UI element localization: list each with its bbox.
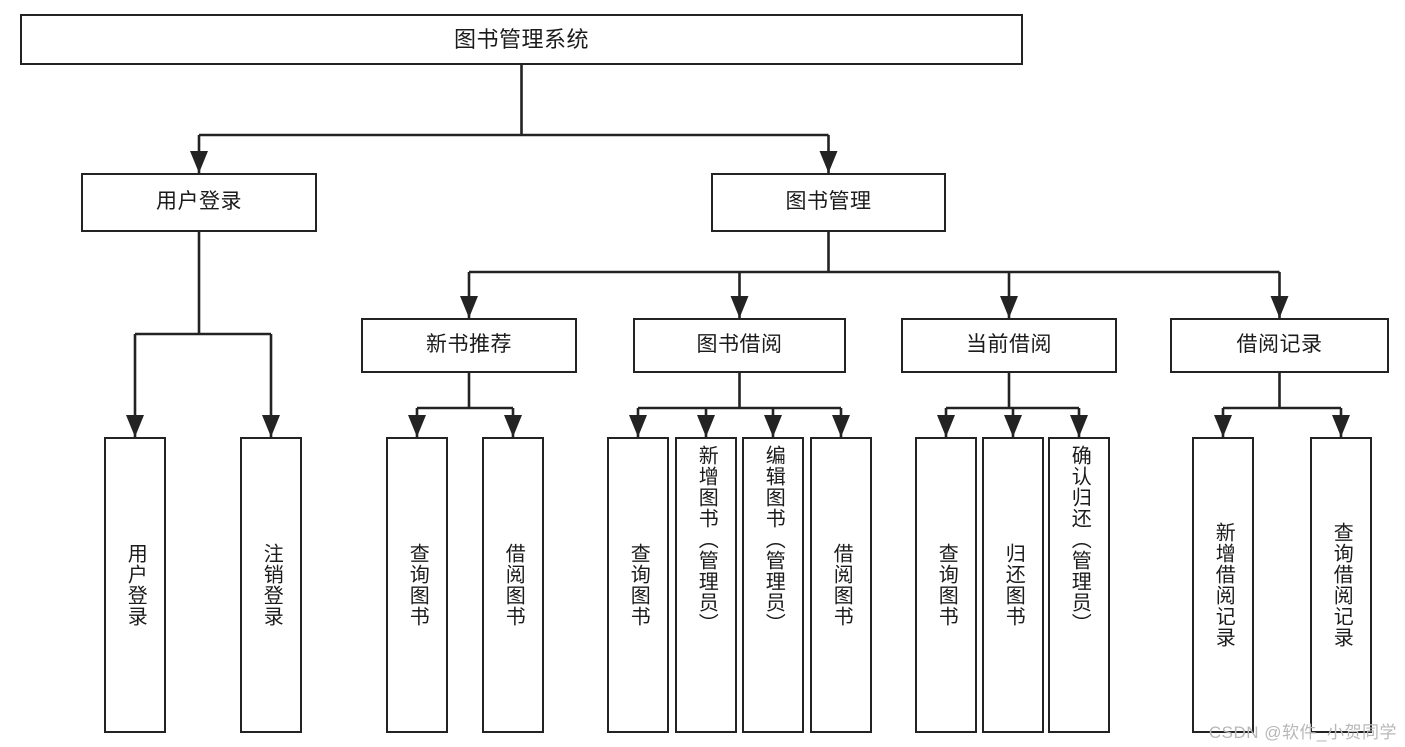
- arrow-head-icon: [460, 296, 478, 318]
- arrow-head-icon: [730, 296, 749, 318]
- node-label: 新增图书（管理员）: [695, 445, 718, 634]
- arrow-head-icon: [408, 415, 426, 437]
- node-label: 图书管理系统: [453, 26, 589, 52]
- node-label: 编辑图书（管理员）: [762, 445, 785, 634]
- node-current[interactable]: 当前借阅: [901, 318, 1117, 373]
- node-records[interactable]: 借阅记录: [1170, 318, 1389, 373]
- node-label: 用户登录: [124, 543, 147, 627]
- arrow-head-icon: [764, 415, 782, 437]
- node-label: 查询图书: [627, 543, 650, 627]
- node-leaf-login-2[interactable]: 注销登录: [240, 437, 302, 733]
- node-label: 图书借阅: [696, 333, 783, 357]
- node-label: 确认归还（管理员）: [1068, 445, 1091, 634]
- node-leaf-borrow-3[interactable]: 编辑图书（管理员）: [742, 437, 804, 733]
- arrow-head-icon: [937, 415, 955, 437]
- arrow-head-icon: [190, 151, 208, 173]
- node-label: 借阅图书: [830, 543, 853, 627]
- node-bookmgmt[interactable]: 图书管理: [711, 173, 946, 232]
- node-label: 用户登录: [156, 190, 242, 214]
- node-leaf-borrow-2[interactable]: 新增图书（管理员）: [675, 437, 737, 733]
- arrow-head-icon: [126, 415, 144, 437]
- node-label: 新书推荐: [426, 333, 512, 357]
- arrow-head-icon: [1070, 415, 1088, 437]
- node-root[interactable]: 图书管理系统: [20, 14, 1023, 65]
- node-label: 借阅记录: [1236, 333, 1323, 357]
- arrow-head-icon: [819, 151, 838, 173]
- node-leaf-rec-2[interactable]: 查询借阅记录: [1310, 437, 1372, 733]
- node-borrow[interactable]: 图书借阅: [633, 318, 846, 373]
- node-newbook[interactable]: 新书推荐: [361, 318, 577, 373]
- node-leaf-borrow-4[interactable]: 借阅图书: [810, 437, 872, 733]
- node-label: 借阅图书: [502, 543, 525, 627]
- node-label: 当前借阅: [966, 333, 1052, 357]
- arrow-head-icon: [1270, 296, 1289, 318]
- node-label: 图书管理: [785, 190, 872, 214]
- arrow-head-icon: [1332, 415, 1350, 437]
- node-label: 查询借阅记录: [1330, 522, 1353, 648]
- arrow-head-icon: [629, 415, 647, 437]
- node-leaf-login-1[interactable]: 用户登录: [104, 437, 166, 733]
- watermark: CSDN @软件_小贺同学: [1208, 723, 1397, 742]
- arrow-head-icon: [504, 415, 522, 437]
- node-leaf-new-1[interactable]: 查询图书: [386, 437, 448, 733]
- node-label: 归还图书: [1002, 543, 1025, 627]
- node-label: 注销登录: [260, 543, 283, 627]
- node-leaf-cur-2[interactable]: 归还图书: [982, 437, 1044, 733]
- arrow-head-icon: [832, 415, 850, 437]
- node-leaf-cur-1[interactable]: 查询图书: [915, 437, 977, 733]
- node-leaf-borrow-1[interactable]: 查询图书: [607, 437, 669, 733]
- arrow-head-icon: [1004, 415, 1022, 437]
- node-login[interactable]: 用户登录: [81, 173, 317, 232]
- arrow-head-icon: [697, 415, 715, 437]
- node-leaf-rec-1[interactable]: 新增借阅记录: [1192, 437, 1254, 733]
- node-leaf-cur-3[interactable]: 确认归还（管理员）: [1048, 437, 1110, 733]
- arrow-head-icon: [1000, 296, 1018, 318]
- node-label: 查询图书: [406, 543, 429, 627]
- node-label: 新增借阅记录: [1212, 522, 1235, 648]
- node-label: 查询图书: [935, 543, 958, 627]
- arrow-head-icon: [1214, 415, 1232, 437]
- arrow-head-icon: [262, 415, 280, 437]
- node-leaf-new-2[interactable]: 借阅图书: [482, 437, 544, 733]
